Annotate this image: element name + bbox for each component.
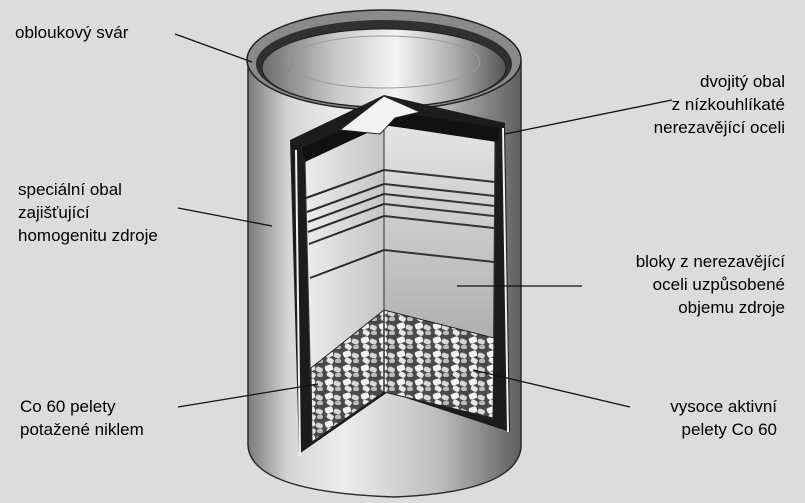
label-special-casing: speciální obal zajišťující homogenitu zd… — [18, 180, 158, 245]
label-nickel-pellets: Co 60 pelety potažené niklem — [20, 397, 144, 439]
cutaway-section — [290, 95, 510, 457]
leader-lines — [174, 33, 673, 408]
label-steel-blocks: bloky z nerezavějící oceli uzpůsobené ob… — [635, 252, 785, 317]
label-arc-weld: obloukový svár — [15, 23, 129, 42]
label-active-pellets: vysoce aktivní pelety Co 60 — [670, 397, 777, 439]
label-double-casing: dvojitý obal z nízkouhlíkaté nerezavějíc… — [653, 72, 785, 137]
